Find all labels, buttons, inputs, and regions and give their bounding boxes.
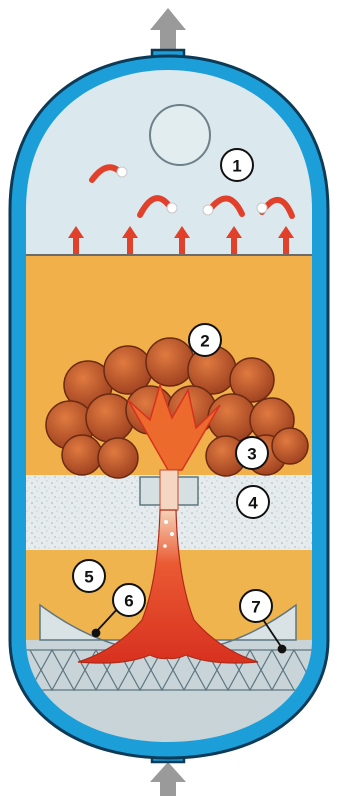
callout-label: 6 bbox=[124, 592, 133, 611]
callout-label: 2 bbox=[200, 332, 209, 351]
callout-label: 3 bbox=[247, 445, 256, 464]
outlet-arrow bbox=[150, 8, 186, 52]
particle-icon bbox=[164, 520, 168, 524]
callout-3: 3 bbox=[236, 437, 268, 469]
granule bbox=[272, 428, 308, 464]
callout-label: 7 bbox=[251, 598, 260, 617]
filter-bubble bbox=[150, 105, 210, 165]
particle-icon bbox=[167, 203, 177, 213]
up-arrow-icon bbox=[150, 762, 186, 782]
callout-1: 1 bbox=[221, 149, 253, 181]
callout-2: 2 bbox=[189, 324, 221, 356]
callout-label: 1 bbox=[232, 157, 241, 176]
callout-6: 6 bbox=[113, 584, 145, 616]
callout-7: 7 bbox=[240, 590, 272, 622]
particle-icon bbox=[257, 203, 267, 213]
granule bbox=[62, 435, 102, 475]
callout-label: 5 bbox=[84, 568, 93, 587]
leader-dot-icon bbox=[279, 646, 286, 653]
granule bbox=[208, 394, 256, 442]
callout-5: 5 bbox=[73, 560, 105, 592]
inlet-arrow bbox=[150, 762, 186, 796]
particle-icon bbox=[117, 167, 127, 177]
spray-nozzle bbox=[160, 470, 178, 510]
particle-icon bbox=[170, 532, 174, 536]
granule bbox=[146, 338, 194, 386]
callout-label: 4 bbox=[248, 494, 258, 513]
outlet-arrow-shaft bbox=[160, 28, 176, 52]
granule bbox=[98, 438, 138, 478]
up-arrow-icon bbox=[150, 8, 186, 30]
particle-icon bbox=[163, 544, 167, 548]
leader-dot-icon bbox=[93, 630, 100, 637]
callout-4: 4 bbox=[237, 486, 269, 518]
particle-icon bbox=[203, 205, 213, 215]
